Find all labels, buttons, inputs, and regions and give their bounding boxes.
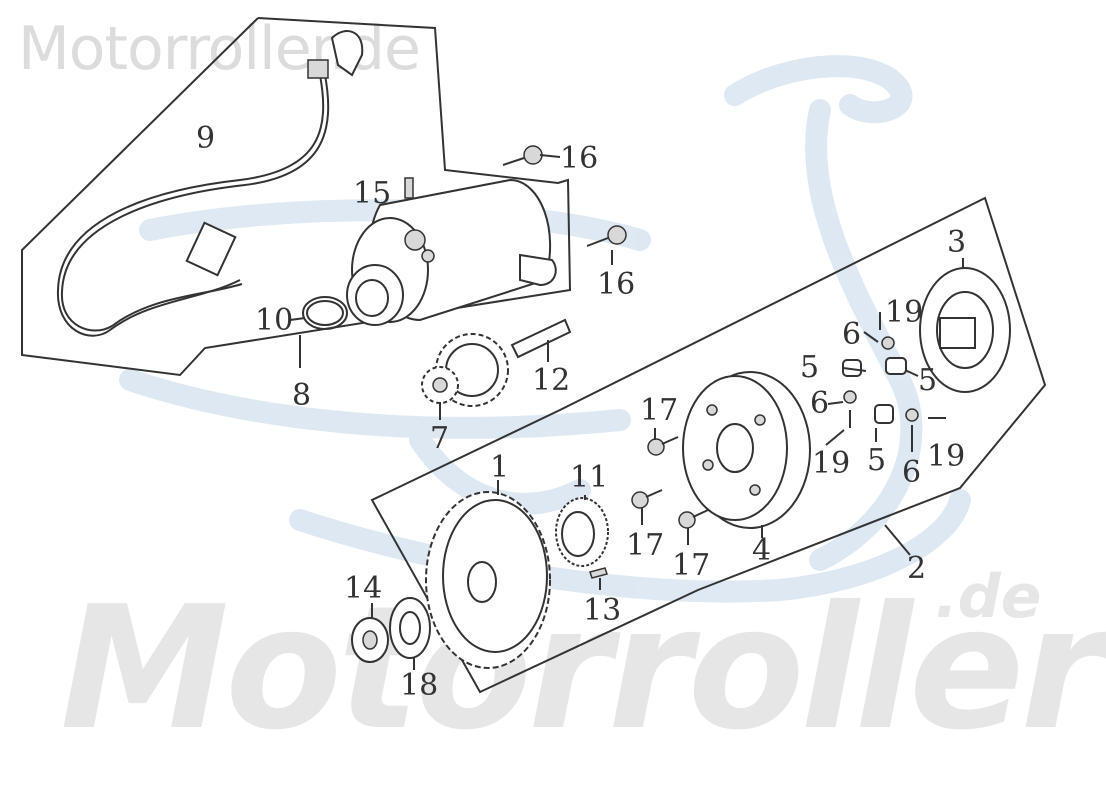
bolt-16-top-icon [502, 145, 543, 166]
part-label-9: 9 [196, 121, 215, 156]
part-label-6-lower: 6 [902, 455, 921, 490]
part-label-5-right: 5 [918, 363, 937, 398]
washer-icon [389, 597, 431, 659]
screws-icon [849, 312, 946, 428]
starter-driven-gear-icon [425, 491, 551, 669]
key-icon [589, 567, 608, 579]
bolt-16-side-icon [586, 225, 627, 247]
part-label-18: 18 [400, 668, 438, 703]
clutch-plate-icon [919, 267, 1011, 393]
part-label-19-mid: 19 [812, 446, 850, 481]
part-label-7: 7 [430, 421, 449, 456]
cable-cap-icon [330, 30, 364, 77]
part-label-11: 11 [570, 460, 608, 495]
part-label-17-top: 17 [640, 393, 678, 428]
part-label-3: 3 [947, 225, 966, 260]
leader-lines [289, 154, 964, 670]
o-ring-icon [302, 296, 348, 330]
part-label-19-right: 19 [927, 439, 965, 474]
part-label-6-mid: 6 [810, 386, 829, 421]
cable-lug-icon [307, 59, 329, 79]
part-label-10: 10 [255, 303, 293, 338]
part-label-8: 8 [292, 378, 311, 413]
shaft-pin-icon [510, 318, 572, 359]
nut-icon [351, 617, 389, 663]
rollers-icon [842, 357, 907, 424]
part-label-4: 4 [752, 533, 771, 568]
scooter-logo-watermark [119, 55, 971, 603]
watermark-suffix: .de [935, 562, 1042, 632]
springs-icon [843, 336, 919, 422]
part-label-16-top: 16 [560, 141, 598, 176]
cable-terminal-boot-icon [185, 221, 237, 277]
frame-clutch-group [370, 196, 1047, 694]
needle-bearing-icon [555, 497, 609, 567]
watermark-large: Motorroller [60, 570, 1104, 768]
reduction-gear-icon [421, 333, 509, 407]
part-label-17-lower: 17 [672, 548, 710, 583]
bolt-17-lower-icon [678, 509, 709, 529]
part-label-15: 15 [353, 176, 391, 211]
bolt-17-upper-icon [647, 436, 679, 456]
one-way-clutch-icon [682, 371, 811, 529]
bolt-17-mid-icon [631, 489, 663, 509]
part-label-5-left: 5 [800, 350, 819, 385]
part-label-5-lower: 5 [867, 443, 886, 478]
part-label-2: 2 [907, 551, 926, 586]
frame-starter-group [21, 17, 572, 377]
bolt-15-icon [404, 177, 414, 199]
starter-motor-icon [346, 178, 557, 326]
starter-cable [56, 30, 364, 337]
part-label-1: 1 [490, 450, 509, 485]
part-label-6-top: 6 [842, 317, 861, 352]
part-label-17-mid: 17 [626, 528, 664, 563]
part-label-16-side: 16 [597, 267, 635, 302]
part-label-13: 13 [583, 593, 621, 628]
part-label-19-top: 19 [885, 295, 923, 330]
part-label-14: 14 [344, 571, 382, 606]
part-label-12: 12 [532, 363, 570, 398]
